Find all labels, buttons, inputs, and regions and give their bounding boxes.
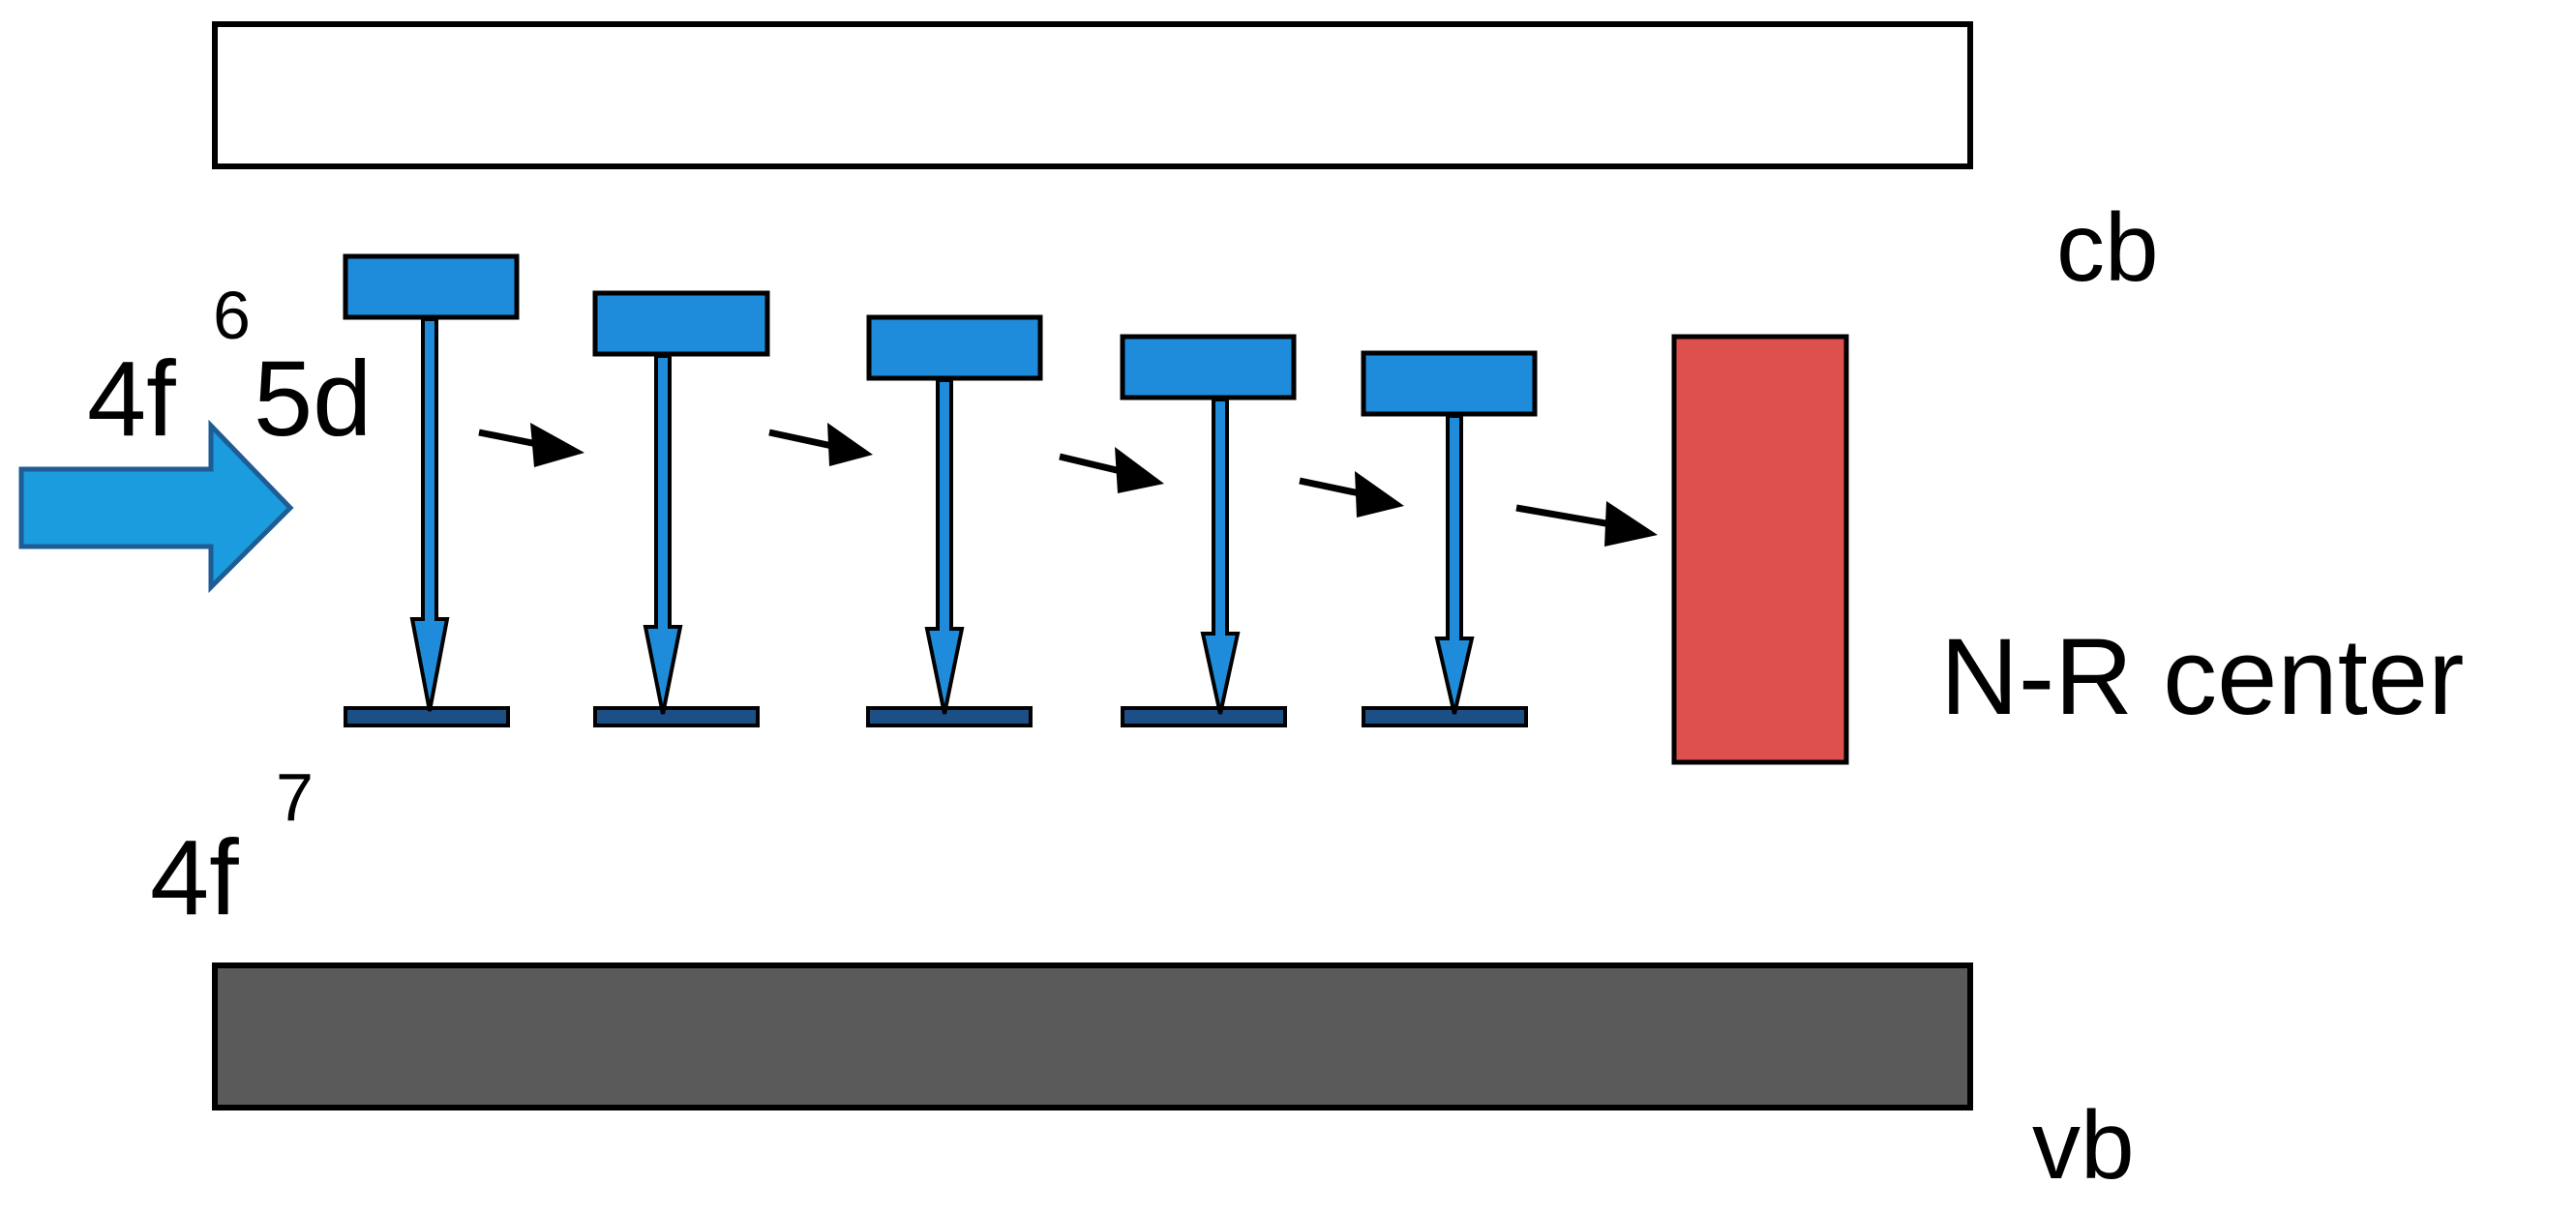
ground-level-5 (1362, 706, 1528, 727)
ground-state-base: 4f (150, 818, 239, 937)
excited-state-superscript: 6 (213, 278, 251, 353)
transfer-arrow-1 (478, 423, 584, 467)
excited-state-base: 4f (87, 340, 176, 459)
transfer-arrow-5 (1515, 501, 1658, 547)
cb-label: cb (2056, 193, 2159, 302)
excited-level-1 (343, 253, 520, 320)
ground-level-3 (866, 706, 1033, 727)
transfer-arrow-4 (1299, 471, 1404, 518)
transfer-arrow-2 (768, 423, 873, 466)
level-group-2 (592, 290, 770, 727)
ground-level-4 (1121, 706, 1287, 727)
excited-level-5 (1361, 350, 1538, 417)
emission-arrow-1 (409, 317, 450, 712)
ground-level-1 (344, 706, 510, 727)
nr-center-box (1671, 334, 1849, 765)
emission-arrow-4 (1200, 398, 1241, 715)
excited-level-4 (1120, 334, 1297, 400)
conduction-band (212, 21, 1973, 169)
excited-level-3 (866, 314, 1043, 381)
level-group-5 (1361, 350, 1538, 727)
emission-arrow-2 (643, 354, 683, 715)
ground-state-superscript: 7 (276, 759, 314, 835)
excited-level-2 (592, 290, 770, 357)
level-group-3 (866, 314, 1043, 727)
valence-band (212, 962, 1973, 1110)
level-group-1 (343, 253, 520, 727)
vb-label: vb (2032, 1091, 2135, 1199)
excited-state-suffix: 5d (254, 340, 372, 459)
nr-center-label: N-R center (1940, 616, 2464, 737)
transfer-arrow-3 (1059, 447, 1164, 493)
level-group-4 (1120, 334, 1297, 727)
excited-state-label: 4f (87, 340, 176, 459)
emission-arrow-5 (1434, 414, 1475, 715)
pump-arrow (18, 419, 294, 594)
emission-arrow-3 (924, 378, 965, 715)
ground-level-2 (593, 706, 760, 727)
